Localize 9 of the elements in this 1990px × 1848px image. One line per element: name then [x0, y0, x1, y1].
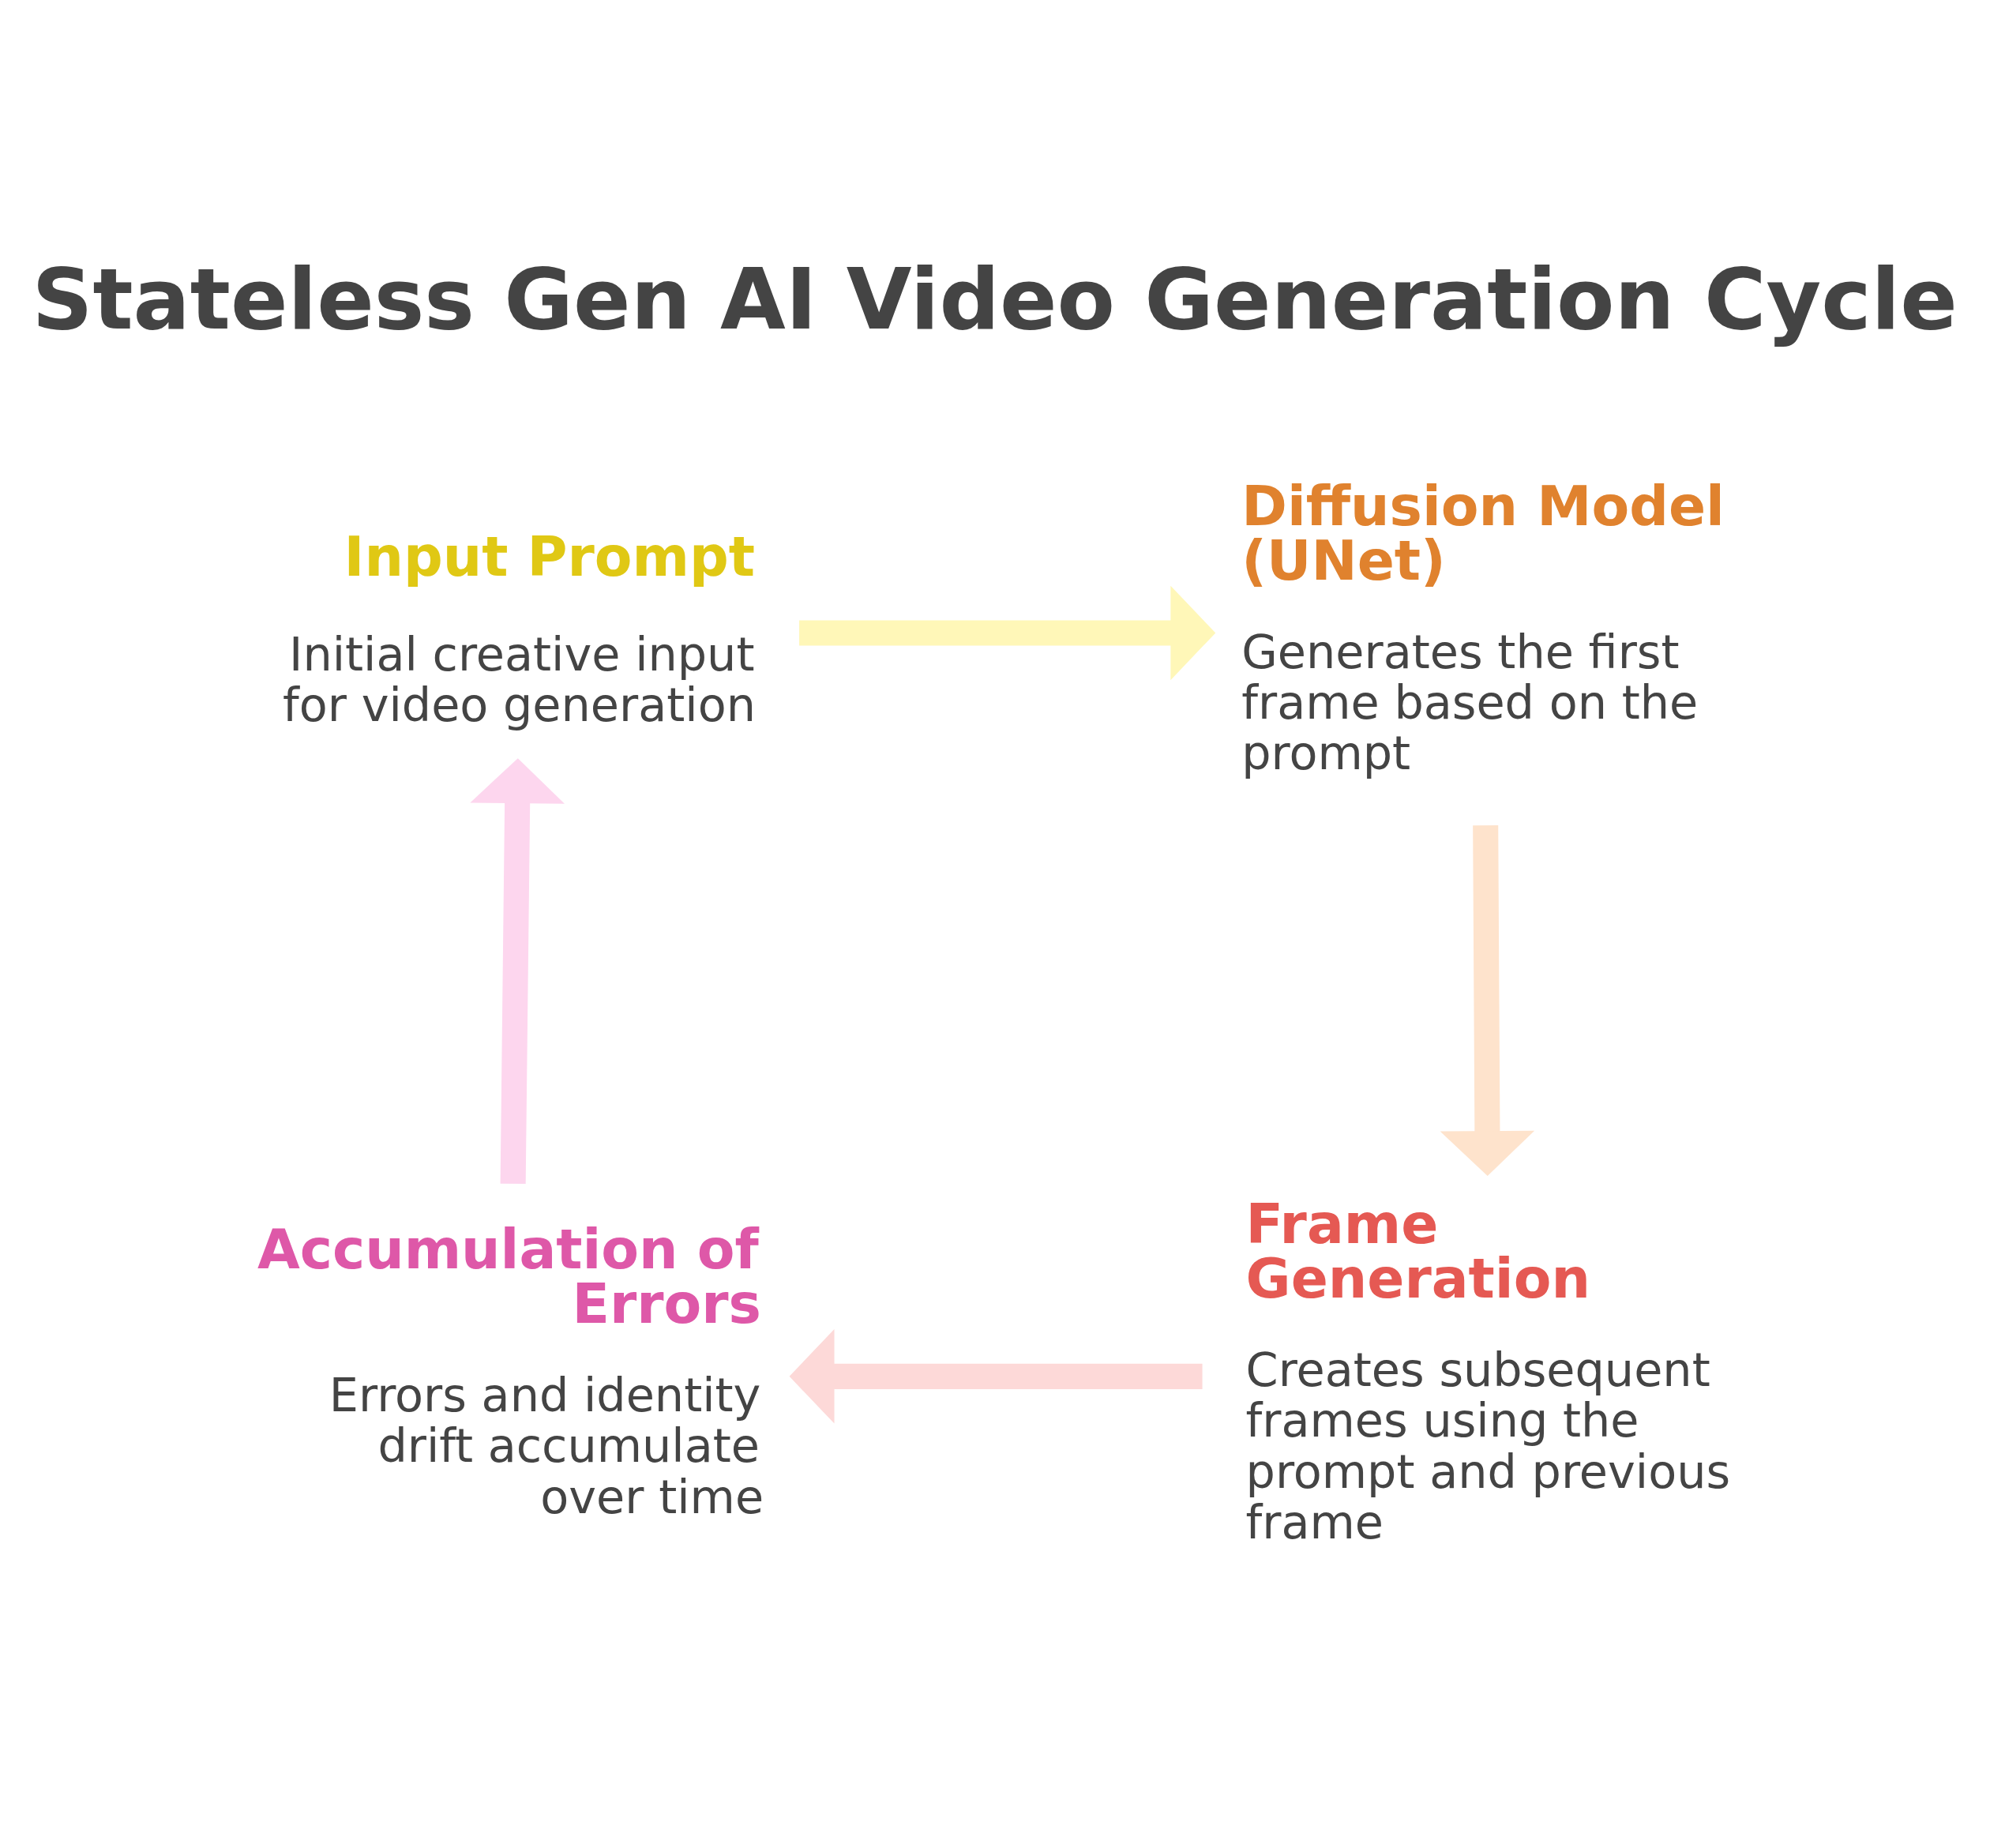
arrow [470, 757, 565, 1184]
node-text: Input Prompt Initial creative input for video generation [283, 524, 756, 732]
diagram-title: Stateless Gen AI Video Generation Cycle [32, 250, 1958, 348]
arrow [789, 1328, 1203, 1424]
node-text: Diffusion Model (UNet) Generates the first frame based on the prompt [1241, 472, 1725, 780]
node-text: Accumulation of Errors Errors and identity drift accumulate over time [257, 1216, 764, 1524]
arrow [1440, 824, 1535, 1176]
node-text: Frame Generation Creates subsequent frames using the prompt and previous frame [1245, 1191, 1731, 1549]
arrow [799, 585, 1216, 680]
